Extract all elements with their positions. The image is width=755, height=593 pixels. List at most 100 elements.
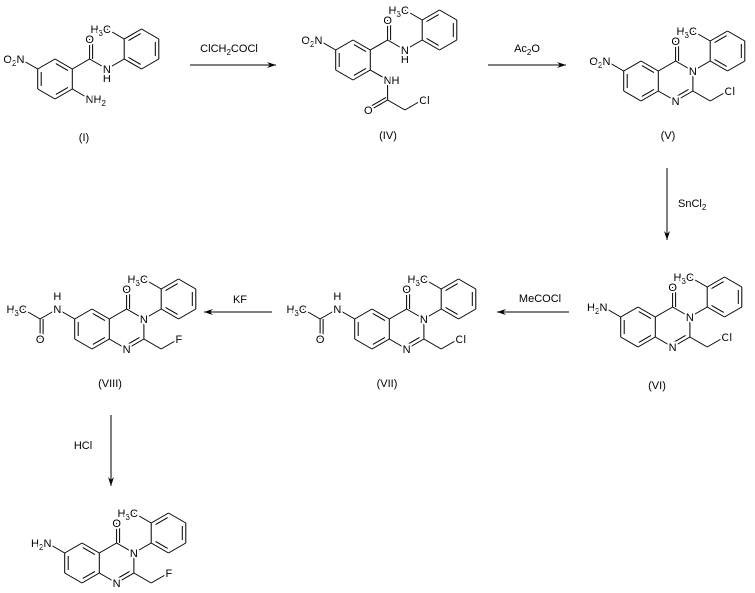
bond (89, 58, 108, 70)
bond (143, 278, 162, 290)
halogen-atom: Cl (456, 334, 466, 346)
bond (423, 278, 442, 290)
bond (354, 308, 373, 320)
bond (99, 572, 117, 584)
acetyl-methyl: H3C (6, 304, 26, 318)
carbonyl-oxygen-atom: O (668, 282, 677, 294)
double-bond-line (128, 33, 141, 41)
double-bond-line (128, 57, 141, 65)
bond (178, 308, 197, 320)
bond (106, 58, 125, 70)
bond (640, 60, 659, 72)
bond (160, 338, 179, 350)
halogen-atom: F (166, 568, 173, 580)
substituent-6: O2N (3, 54, 24, 68)
methyl-group: H3C (91, 24, 111, 38)
double-bond-line (165, 307, 178, 315)
bond (692, 60, 711, 72)
methyl-group: H3C (674, 272, 694, 286)
bond (387, 39, 406, 51)
double-bond-line (714, 35, 727, 43)
bond (47, 542, 65, 554)
bond (658, 60, 676, 72)
n3-atom: N (689, 66, 697, 78)
substituent-6: H2N (31, 538, 51, 552)
bond (123, 28, 142, 40)
tolyl-ring (706, 276, 743, 318)
bond (72, 58, 90, 70)
bond (150, 572, 169, 584)
bond (22, 308, 41, 320)
amide-n-atom: N (53, 304, 61, 316)
bond (675, 60, 694, 72)
methyl-group: H3C (389, 5, 409, 19)
double-bond-line (55, 87, 69, 95)
bond (74, 338, 93, 350)
reagent-label: SnCl2 (678, 198, 707, 212)
n1-atom: N (672, 96, 680, 108)
bond (640, 90, 659, 102)
bond (133, 572, 152, 584)
double-bond-line (155, 517, 168, 525)
bond (64, 542, 83, 554)
bond (406, 338, 425, 350)
bond (302, 308, 321, 320)
carbonyl-oxygen-atom: O (122, 284, 131, 296)
reagent-label: MeCOCl (519, 293, 561, 305)
compound-label: (IV) (379, 130, 397, 142)
arrowhead-icon (664, 231, 670, 240)
double-bond-line (676, 89, 689, 97)
bond (116, 572, 135, 584)
double-bond-line (714, 59, 727, 67)
reaction-arrow-3: SnCl2 (664, 168, 707, 240)
halogen-atom: Cl (725, 86, 735, 98)
acetyl-oxygen-atom: O (316, 334, 325, 346)
bond (99, 542, 117, 554)
bond (709, 30, 728, 42)
double-bond-line (638, 335, 652, 343)
bond (689, 336, 708, 348)
amide-h-atom: H (333, 291, 341, 303)
bond (370, 99, 388, 111)
reaction-arrow-6: HCl (74, 415, 114, 486)
bond (655, 306, 673, 318)
bond (126, 338, 145, 350)
benzene-ring (37, 58, 73, 100)
bond (352, 69, 371, 81)
double-bond-line (117, 571, 130, 579)
bond (54, 58, 73, 70)
bond (709, 90, 728, 102)
double-bond-line (92, 313, 106, 321)
double-bond-line (165, 283, 178, 291)
substituent-6: O2N (301, 35, 322, 49)
bond (620, 306, 639, 318)
double-bond-line (372, 313, 386, 321)
carbonyl-oxygen-atom: O (112, 518, 121, 530)
double-bond-line (372, 337, 386, 345)
n1-atom: N (113, 578, 121, 590)
tolyl-ring (709, 30, 746, 72)
bond (689, 306, 708, 318)
double-bond-line (711, 305, 724, 313)
carbonyl-oxygen-atom: O (671, 36, 680, 48)
tolyl-ring (440, 278, 477, 320)
amide-n-atom: N (333, 304, 341, 316)
bond (133, 512, 152, 524)
bond (371, 308, 390, 320)
bond (689, 276, 708, 288)
bond (141, 58, 160, 70)
n3-atom: N (103, 64, 111, 76)
bond (389, 338, 407, 350)
double-bond-line (368, 96, 387, 108)
bond (371, 338, 390, 350)
tolyl-ring (150, 512, 187, 554)
bond (143, 338, 162, 350)
bond (126, 308, 145, 320)
bond (404, 9, 423, 21)
amide-h-atom: H (103, 73, 111, 85)
benzene-ring (620, 306, 656, 348)
bond (319, 308, 338, 320)
